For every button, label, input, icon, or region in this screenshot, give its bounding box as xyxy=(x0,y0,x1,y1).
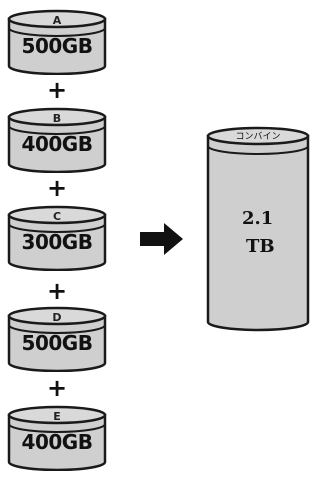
combined-volume-label: コンバイン xyxy=(235,132,281,142)
disk-c: C 300GB xyxy=(7,204,107,271)
arrow-right-icon xyxy=(140,223,183,255)
disk-b: B 400GB xyxy=(7,106,107,173)
disk-a-cylinder-shape xyxy=(7,9,107,75)
disk-a: A 500GB xyxy=(7,8,107,75)
disk-a-capacity: 500GB xyxy=(21,34,93,58)
disk-d: D 500GB xyxy=(7,305,107,372)
disk-b-capacity: 400GB xyxy=(21,132,93,156)
combined-volume-value: 2.1 xyxy=(242,208,274,229)
combined-volume-unit: TB xyxy=(246,236,275,257)
disk-c-letter: C xyxy=(52,210,62,223)
disk-b-cylinder-shape xyxy=(7,107,107,173)
disk-a-letter: A xyxy=(52,14,62,27)
plus-sign-1: + xyxy=(47,76,68,104)
disk-d-letter: D xyxy=(52,311,62,324)
disk-d-cylinder-shape xyxy=(7,306,107,372)
combined-volume: コンバイン 2.1 TB xyxy=(206,126,310,332)
disk-b-letter: B xyxy=(52,112,62,125)
disk-c-cylinder-shape xyxy=(7,205,107,271)
disk-e-capacity: 400GB xyxy=(21,430,93,454)
disk-e-cylinder-shape xyxy=(7,405,107,471)
plus-sign-3: + xyxy=(47,277,68,305)
disk-c-capacity: 300GB xyxy=(21,230,93,254)
plus-sign-4: + xyxy=(47,374,68,402)
disk-e: E 400GB xyxy=(7,404,107,471)
disk-e-letter: E xyxy=(53,410,61,423)
plus-sign-2: + xyxy=(47,174,68,202)
combined-volume-cylinder-shape xyxy=(206,126,310,332)
disk-d-capacity: 500GB xyxy=(21,331,93,355)
